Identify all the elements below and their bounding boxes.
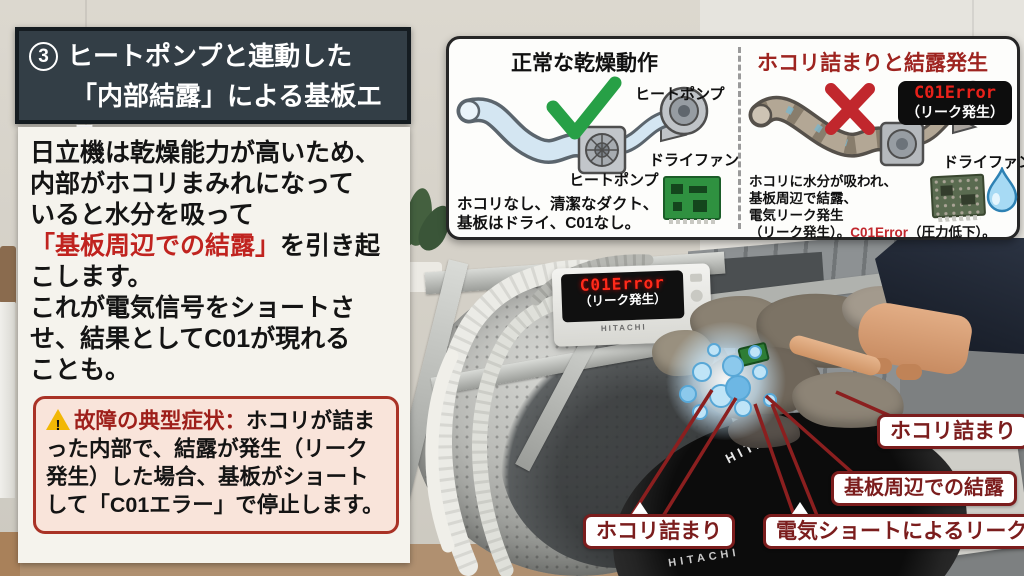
info-line: こします。: [30, 263, 153, 291]
c01-error-code: C01Error: [914, 83, 996, 103]
circuit-board-icon: [663, 176, 721, 224]
info-line: 内部がホコリまみれになって: [30, 170, 354, 198]
error-panel-title: ホコリ詰まりと結露発生: [757, 52, 988, 75]
label-electric-short-leak: 電気ショートによるリーク: [763, 514, 1024, 549]
info-highlight: 「基板周辺での結露」: [30, 232, 281, 260]
wood-floor-left: [0, 532, 20, 576]
normal-caption-1: ホコリなし、清潔なダクト、: [457, 196, 659, 213]
wicker-basket: [0, 246, 16, 304]
warning-body: ホコリが詰まった内部で、結露が発生（リーク発生）した場合、基板がショートして「C…: [46, 409, 384, 517]
hand-knuckle: [896, 364, 922, 380]
title-text-1: ヒートポンプと連動した: [67, 41, 353, 71]
info-line: これが電気信号をショートさ: [30, 294, 356, 322]
info-line-rest: を引き起: [280, 232, 381, 260]
diagram-panel: 正常な乾燥動作 ヒートポンプ: [446, 36, 1024, 241]
heat-pump-fan-icon: [577, 125, 627, 175]
error-caption-4-post: （圧力低下）。: [908, 225, 996, 240]
info-line: いると水分を吸って: [30, 201, 254, 229]
error-caption-4-pre: （リーク発生）。: [749, 225, 851, 240]
check-icon: [546, 76, 622, 140]
c01-error-chip: C01Error （リーク発生）: [898, 81, 1012, 125]
label-dryfan: ドライファン: [649, 152, 740, 169]
label-dust-left: ホコリ詰まり: [583, 514, 735, 549]
info-line: 「基板周辺での結露」を引き起: [30, 231, 398, 262]
panel-divider: [738, 47, 741, 229]
dirty-circuit-board-icon: [929, 173, 987, 223]
normal-caption-2: 基板はドライ、C01なし。: [457, 215, 641, 232]
error-caption-4: （リーク発生）。C01Error（圧力低下）。: [749, 224, 996, 241]
dry-fan-icon: [659, 86, 709, 136]
error-caption-3: 電気リーク発生: [749, 208, 844, 223]
duct-opening: [457, 99, 481, 123]
label-dryfan-error: ドライファン: [943, 154, 1024, 171]
label-heatpump: ヒートポンプ: [569, 172, 659, 189]
info-line: 日立機は乾燥能力が高いため、: [30, 139, 381, 167]
error-caption-2: 基板周辺で結露、: [749, 191, 857, 206]
normal-duct-diagram: [456, 76, 709, 175]
left-appliance-edge: [0, 302, 15, 498]
label-heatpump-top: ヒートポンプ: [635, 86, 725, 103]
water-droplets: [679, 343, 777, 420]
title-line1: 3 ヒートポンプと連動した: [29, 36, 397, 76]
label-condensation: 基板周辺での結露: [831, 471, 1017, 506]
warning-label: 故障の典型症状：: [74, 409, 247, 433]
label-tail: [630, 502, 650, 517]
circled-number-3: 3: [29, 42, 58, 71]
water-splash: [664, 322, 788, 440]
c01-error-sub: （リーク発生）: [906, 104, 1004, 120]
normal-panel-title: 正常な乾燥動作: [511, 52, 658, 75]
error-caption-4-code: C01Error: [850, 225, 909, 240]
info-line: ことも。: [30, 356, 131, 384]
label-tail: [790, 502, 810, 517]
heat-pump-fan-icon: [879, 121, 925, 167]
cross-icon: [825, 83, 875, 135]
warning-box: !故障の典型症状：ホコリが詰まった内部で、結露が発生（リーク発生）した場合、基板…: [33, 396, 399, 534]
label-dust-right: ホコリ詰まり: [877, 414, 1024, 449]
error-caption-1: ホコリに水分が吸われ、: [749, 174, 897, 189]
water-drop-icon: [986, 167, 1018, 213]
info-line: せ、結果としてC01が現れる: [30, 325, 351, 353]
warning-icon: !: [46, 409, 70, 434]
